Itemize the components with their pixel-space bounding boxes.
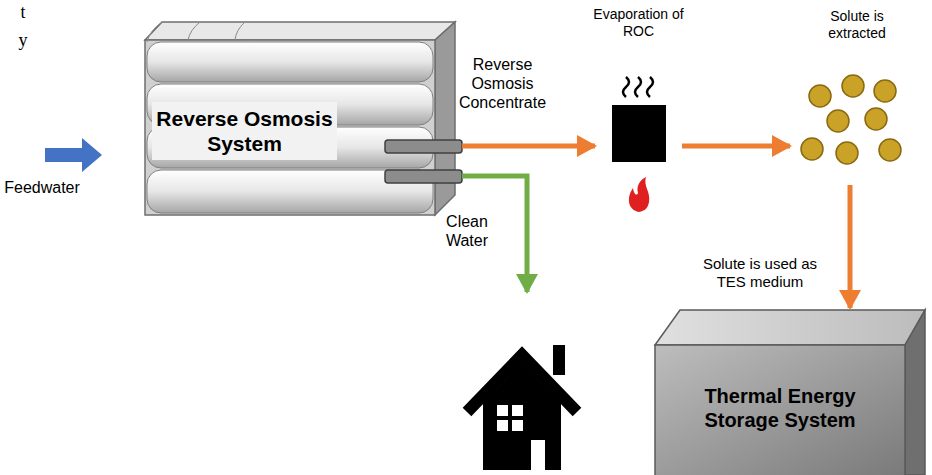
ro-unit	[385, 170, 462, 183]
solute-pellets	[842, 75, 864, 97]
feedwater-arrow	[45, 138, 102, 172]
solute-pellets	[879, 139, 901, 161]
solute-pellets	[865, 108, 887, 130]
evaporator	[623, 77, 629, 97]
house-icon	[512, 420, 523, 431]
solute-pellets	[809, 85, 831, 107]
house-icon	[553, 345, 565, 375]
tes-box	[655, 345, 905, 475]
tes-box	[655, 310, 925, 475]
flow-arrow	[848, 185, 853, 308]
solute-pellets	[827, 110, 849, 132]
house-icon	[483, 363, 561, 470]
edge-label: Solute is used as TES medium	[690, 255, 830, 291]
feedwater-arrow	[45, 138, 102, 172]
process-box: Reverse Osmosis System	[130, 20, 462, 215]
house-icon	[512, 405, 523, 416]
evaporator	[612, 105, 666, 162]
house-icon	[497, 420, 508, 431]
house-icon	[531, 440, 545, 470]
page-fragment: t	[16, 2, 30, 24]
ro-unit	[147, 42, 433, 82]
solute-pellets	[801, 138, 823, 160]
node-text: Solute is extracted	[812, 8, 902, 42]
edge-label: Reverse Osmosis Concentrate	[455, 55, 550, 113]
ro-unit	[385, 140, 462, 153]
evaporator-node: Evaporation of ROC	[595, 0, 682, 215]
solute-pellets	[836, 142, 858, 164]
page-fragment: y	[16, 30, 30, 52]
ro-unit	[145, 22, 462, 215]
storage-box: Thermal Energy Storage System	[655, 308, 925, 475]
flow-arrow	[462, 144, 595, 149]
node-text: Thermal Energy Storage System	[685, 384, 875, 432]
ro-unit	[145, 40, 435, 215]
tes-box	[905, 310, 925, 475]
house-icon	[497, 405, 508, 416]
house-icon	[467, 345, 577, 470]
evaporator	[629, 177, 649, 212]
evaporator	[612, 77, 666, 212]
evaporator	[635, 77, 641, 97]
solute-pellets	[874, 80, 896, 102]
node-text: Reverse Osmosis System	[152, 102, 337, 160]
solute-node: Solute is extracted	[790, 0, 915, 185]
output-label: Clean Water	[437, 212, 497, 250]
solute-pellets	[801, 75, 901, 164]
input-label: Feedwater	[2, 178, 82, 197]
node-text: Evaporation of ROC	[586, 6, 691, 40]
ro-unit	[435, 22, 455, 215]
ro-unit	[147, 22, 245, 42]
tes-box	[655, 310, 925, 345]
evaporator	[647, 77, 653, 97]
flow-arrow	[682, 144, 790, 149]
